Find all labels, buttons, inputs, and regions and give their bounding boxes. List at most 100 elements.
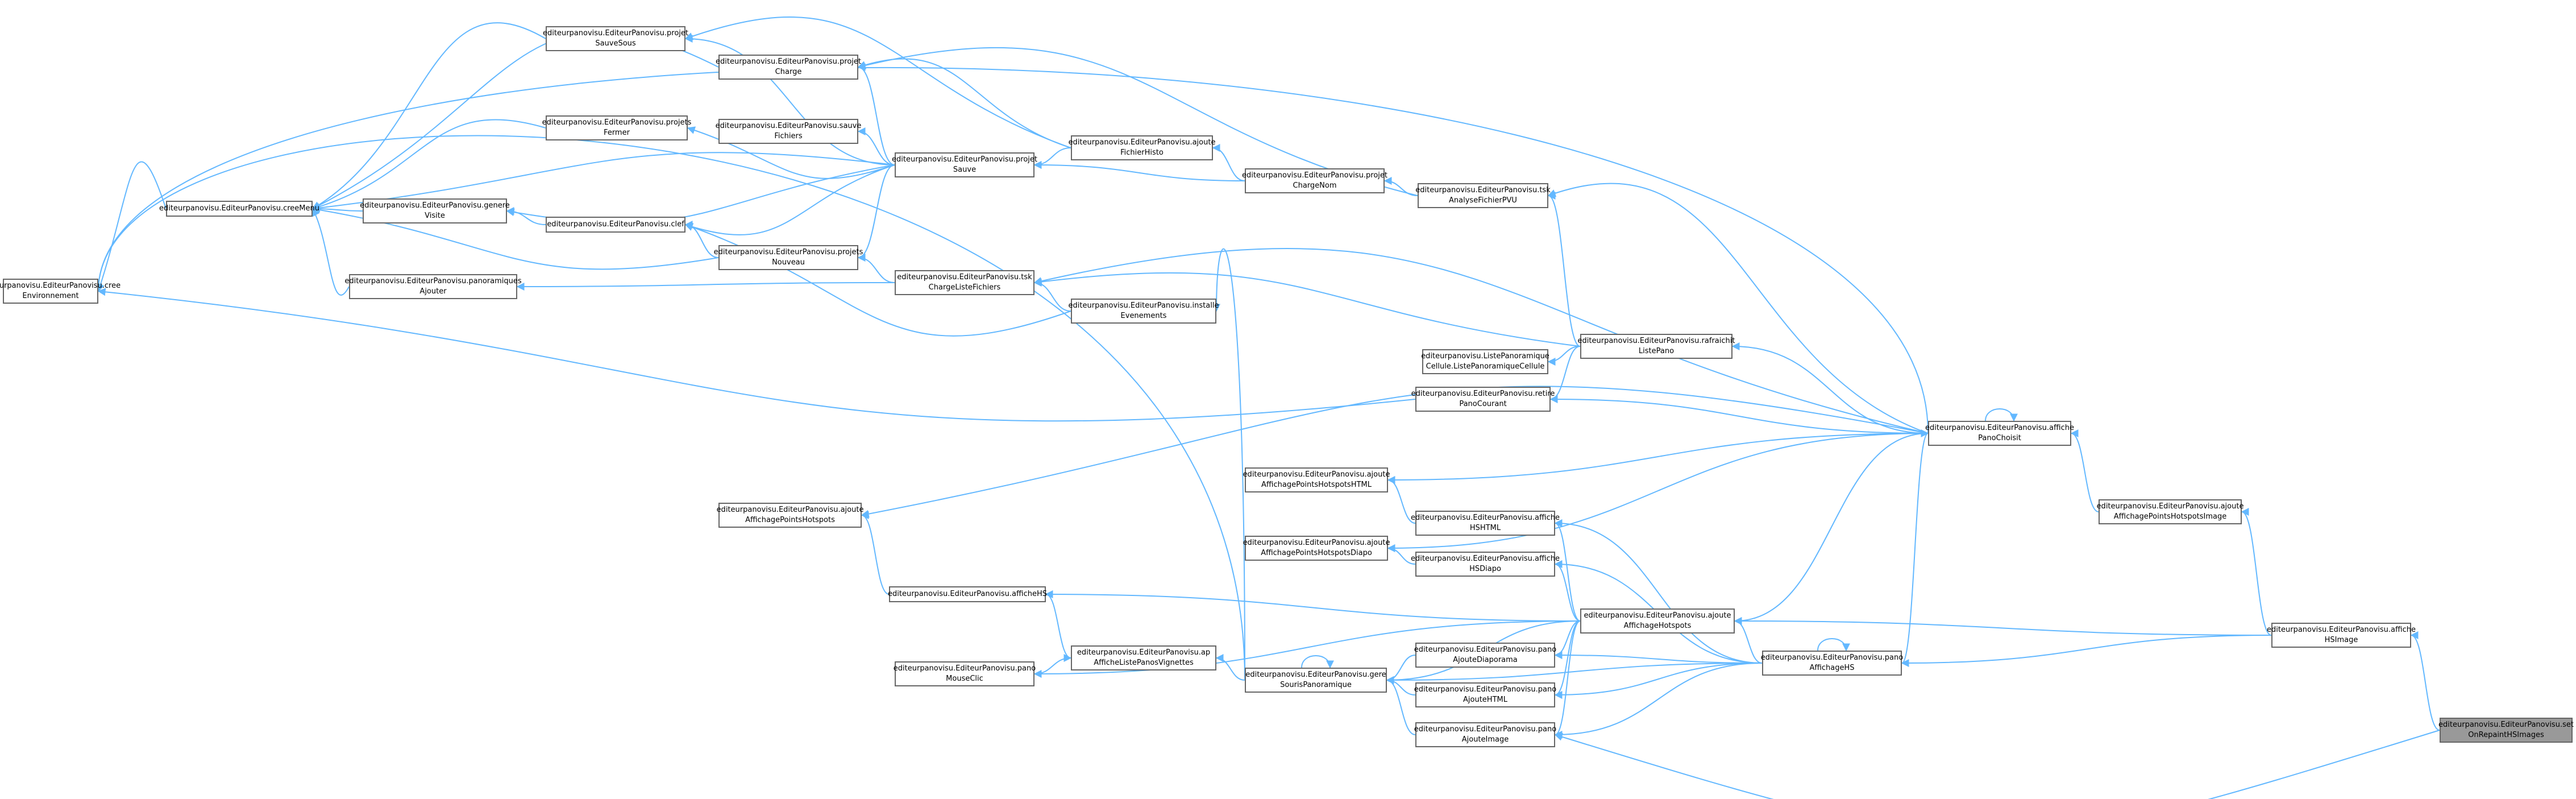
node-label: editeurpanovisu.EditeurPanovisu.rafraich… bbox=[1577, 337, 1735, 345]
node-clef[interactable]: editeurpanovisu.EditeurPanovisu.clef bbox=[546, 217, 685, 233]
node-label: editeurpanovisu.EditeurPanovisu.affiche bbox=[1411, 554, 1560, 563]
node-rafraichit-liste-pano[interactable]: editeurpanovisu.EditeurPanovisu.rafraich… bbox=[1577, 334, 1735, 359]
node-label: AffichagePointsHotspots bbox=[745, 516, 835, 524]
node-label: HSDiapo bbox=[1469, 565, 1501, 573]
edge-n_rafraichit-n_retirePano bbox=[1549, 346, 1581, 403]
node-label: editeurpanovisu.EditeurPanovisu.pano bbox=[1760, 653, 1904, 662]
edge-n_gereSouris-n_crEnv bbox=[94, 135, 1245, 681]
node-label: AjouteHTML bbox=[1463, 695, 1507, 704]
node-label: editeurpanovisu.EditeurPanovisu.tsk bbox=[897, 273, 1032, 281]
node-label: Evenements bbox=[1120, 312, 1167, 320]
node-label: AffichageHotspots bbox=[1623, 622, 1692, 630]
node-label: AfficheListePanosVignettes bbox=[1094, 659, 1194, 667]
edge-n_ajAffHotspots-n_affHSHTML bbox=[1554, 519, 1581, 622]
edge-n_panoAffHS-n_panoAffHS bbox=[1817, 638, 1850, 652]
node-label: HSImage bbox=[2324, 636, 2358, 644]
node-label: editeurpanovisu.EditeurPanovisu.pano bbox=[1414, 645, 1557, 654]
node-installe-evenements[interactable]: editeurpanovisu.EditeurPanovisu.installe… bbox=[1069, 299, 1219, 324]
edge-n_clef-n_genereVisite bbox=[506, 207, 546, 225]
edge-n_affPanoChoisi-n_ajAffPtsHsHTML bbox=[1387, 433, 1929, 484]
edge-n_ajouteFichHisto-n_projCharge bbox=[857, 58, 1071, 148]
edge-n_panoMouseClic-n_apAfficheListe bbox=[1034, 654, 1072, 674]
node-label: editeurpanovisu.EditeurPanovisu.projet bbox=[892, 155, 1037, 164]
node-label: editeurpanovisu.EditeurPanovisu.pano bbox=[893, 664, 1036, 673]
edge-n_ajouteFichHisto-n_projSauve bbox=[1033, 147, 1071, 169]
edge-n_projSauve-n_sauveFichiers bbox=[857, 127, 895, 165]
edge-n_projSauveSous-n_creeMenu bbox=[311, 22, 546, 209]
node-label: PanoCourant bbox=[1459, 400, 1507, 408]
node-label: editeurpanovisu.EditeurPanovisu.projet bbox=[543, 29, 688, 38]
edge-n_panoAffHS-n_panoAjImage bbox=[1554, 663, 1763, 739]
edge-n_affPanoChoisi-n_tskAnalyse bbox=[1547, 183, 1929, 434]
node-label: AffichagePointsHotspotsDiapo bbox=[1261, 549, 1372, 557]
edge-n_panoAffHS-n_affHSHTML bbox=[1554, 519, 1763, 664]
node-label: ChargeListeFichiers bbox=[928, 283, 1001, 292]
node-label: MouseClic bbox=[946, 674, 983, 683]
edge-n_affHSImage-n_ajAffPtsHsImage bbox=[2241, 508, 2272, 636]
node-label: editeurpanovisu.EditeurPanovisu.panorami… bbox=[344, 277, 522, 285]
node-label: editeurpanovisu.EditeurPanovisu.ajoute bbox=[716, 506, 864, 514]
node-label: SauveSous bbox=[595, 39, 636, 48]
node-panoramiques-ajouter[interactable]: editeurpanovisu.EditeurPanovisu.panorami… bbox=[344, 274, 522, 299]
node-cree-menu[interactable]: editeurpanovisu.EditeurPanovisu.creeMenu bbox=[159, 201, 319, 217]
node-label: editeurpanovisu.EditeurPanovisu.retire bbox=[1411, 390, 1555, 398]
node-label: Fermer bbox=[604, 129, 630, 137]
edge-n_setOnRepaint-n_affHSImage bbox=[2410, 631, 2440, 731]
node-label: editeurpanovisu.EditeurPanovisu.projet bbox=[716, 57, 861, 66]
node-label: editeurpanovisu.EditeurPanovisu.affiche bbox=[1411, 514, 1560, 522]
edge-n_tskAnalyse-n_projChargeNom bbox=[1383, 177, 1418, 196]
edge-n_panoAffHS-n_gereSouris bbox=[1386, 663, 1763, 684]
node-affiche-hs[interactable]: editeurpanovisu.EditeurPanovisu.afficheH… bbox=[888, 586, 1047, 602]
edge-n_affHSHTML-n_ajAffPtsHsHTML bbox=[1387, 476, 1416, 524]
edge-n_projSauve-n_projSauveSous bbox=[684, 35, 895, 165]
node-label: editeurpanovisu.EditeurPanovisu.ajoute bbox=[2096, 502, 2244, 511]
edge-n_creeMenu-n_crEnv bbox=[97, 161, 167, 292]
node-label: editeurpanovisu.EditeurPanovisu.projets bbox=[542, 118, 692, 127]
edge-n_affPanoChoisi-n_retirePano bbox=[1549, 395, 1929, 434]
node-label: AffichageHS bbox=[1809, 664, 1855, 672]
node-cree-environnement[interactable]: editeurpanovisu.EditeurPanovisu.creeEnvi… bbox=[0, 279, 121, 304]
edge-n_tskCharge-n_panoAjouter bbox=[516, 282, 895, 291]
node-label: AnalyseFichierPVU bbox=[1449, 196, 1517, 205]
node-label: Charge bbox=[775, 68, 802, 76]
node-label: Sauve bbox=[953, 165, 977, 174]
edge-n_projSauve-n_projCharge bbox=[857, 63, 895, 165]
node-label: AffichagePointsHotspotsImage bbox=[2113, 512, 2227, 521]
edge-n_affPanoChoisi-n_affPanoChoisi bbox=[1985, 408, 2018, 422]
edge-n_affHSImage-n_ajAffHotspots bbox=[1734, 617, 2272, 636]
edge-n_projSauve-n_clef bbox=[684, 164, 895, 235]
node-label: Nouveau bbox=[772, 258, 805, 267]
edge-n_affPanoChoisi-n_ajAffPtsHs bbox=[861, 386, 1929, 518]
node-label: editeurpanovisu.EditeurPanovisu.ap bbox=[1077, 648, 1211, 657]
edge-n_ajAffHotspots-n_afficheHS bbox=[1045, 590, 1581, 622]
